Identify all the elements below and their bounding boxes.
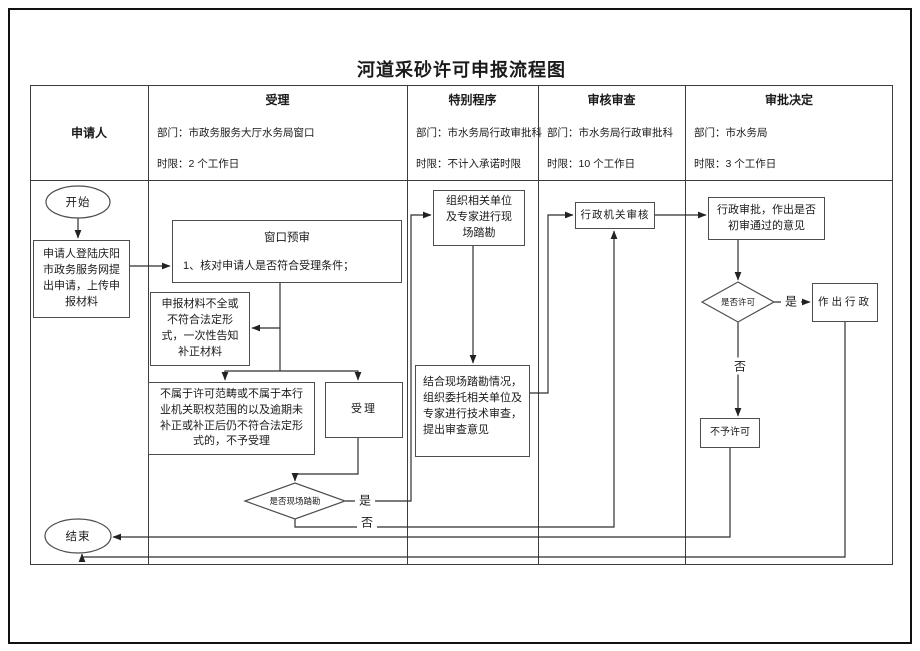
col-limit-decision: 时限：3 个工作日	[694, 158, 777, 170]
header-cell-applicant: 申请人	[30, 85, 148, 180]
col-title-special: 特别程序	[448, 93, 497, 107]
permit-question: 是否许可	[720, 297, 756, 307]
site-survey-question: 是否现场踏勘	[269, 496, 321, 506]
end-label: 结束	[65, 531, 91, 543]
permit-no-label: 否	[729, 357, 751, 375]
col-limit-acceptance: 时限：2 个工作日	[157, 158, 240, 170]
node-deny-permit: 不予许可	[700, 418, 760, 448]
survey-no-label: 否	[356, 513, 378, 531]
node-organize-site-survey: 组织相关单位及专家进行现场踏勘	[433, 190, 525, 246]
pre-review-title: 窗口预审	[264, 232, 310, 244]
node-technical-review: 结合现场踏勘情况，组织委托相关单位及专家进行技术审查，提出审查意见	[415, 365, 530, 457]
survey-yes-label: 是	[354, 491, 376, 509]
col-dept-decision: 部门：市水务局	[694, 127, 768, 139]
col-dept-review: 部门：市水务局行政审批科	[547, 127, 673, 139]
page-title: 河道采砂许可申报流程图	[357, 60, 566, 80]
col-dept-special: 部门：市水务局行政审批科	[416, 127, 542, 139]
node-administrative-review: 行政机关审核	[575, 202, 655, 229]
node-accept: 受理	[325, 382, 403, 438]
node-administrative-approval: 行政审批，作出是否初审通过的意见	[708, 197, 825, 240]
col-dept-acceptance: 部门：市政务服务大厅水务局窗口	[157, 127, 315, 139]
node-incomplete-materials: 申报材料不全或不符合法定形式，一次性告知补正材料	[150, 292, 250, 366]
permit-yes-label: 是	[780, 292, 802, 310]
applicant-label: 申请人	[70, 126, 107, 140]
node-window-pre-review: 窗口预审 1、核对申请人是否符合受理条件；	[172, 220, 402, 283]
header-cell-review: 审核审查 部门：市水务局行政审批科 时限：10 个工作日	[539, 85, 684, 180]
col-limit-review: 时限：10 个工作日	[547, 158, 636, 170]
table-header-divider	[30, 180, 893, 181]
start-label: 开始	[65, 197, 91, 209]
header-cell-special-procedure: 特别程序 部门：市水务局行政审批科 时限：不计入承诺时限	[408, 85, 542, 180]
node-not-accepted: 不属于许可范畴或不属于本行业机关职权范围的以及逾期未补正或补正后仍不符合法定形式…	[148, 382, 315, 455]
col-title-review: 审核审查	[587, 93, 636, 107]
col-title-decision: 审批决定	[764, 93, 813, 107]
node-apply-online: 申请人登陆庆阳市政务服务网提出申请，上传申报材料	[33, 240, 130, 318]
header-cell-acceptance: 受理 部门：市政务服务大厅水务局窗口 时限：2 个工作日	[149, 85, 406, 180]
col-limit-special: 时限：不计入承诺时限	[416, 158, 521, 170]
pre-review-item: 1、核对申请人是否符合受理条件；	[183, 259, 355, 272]
page-border	[8, 8, 912, 644]
header-cell-decision: 审批决定 部门：市水务局 时限：3 个工作日	[686, 85, 892, 180]
process-table-border	[30, 85, 893, 565]
node-grant-permit: 作出行政	[812, 283, 878, 322]
col-title-acceptance: 受理	[265, 93, 290, 107]
